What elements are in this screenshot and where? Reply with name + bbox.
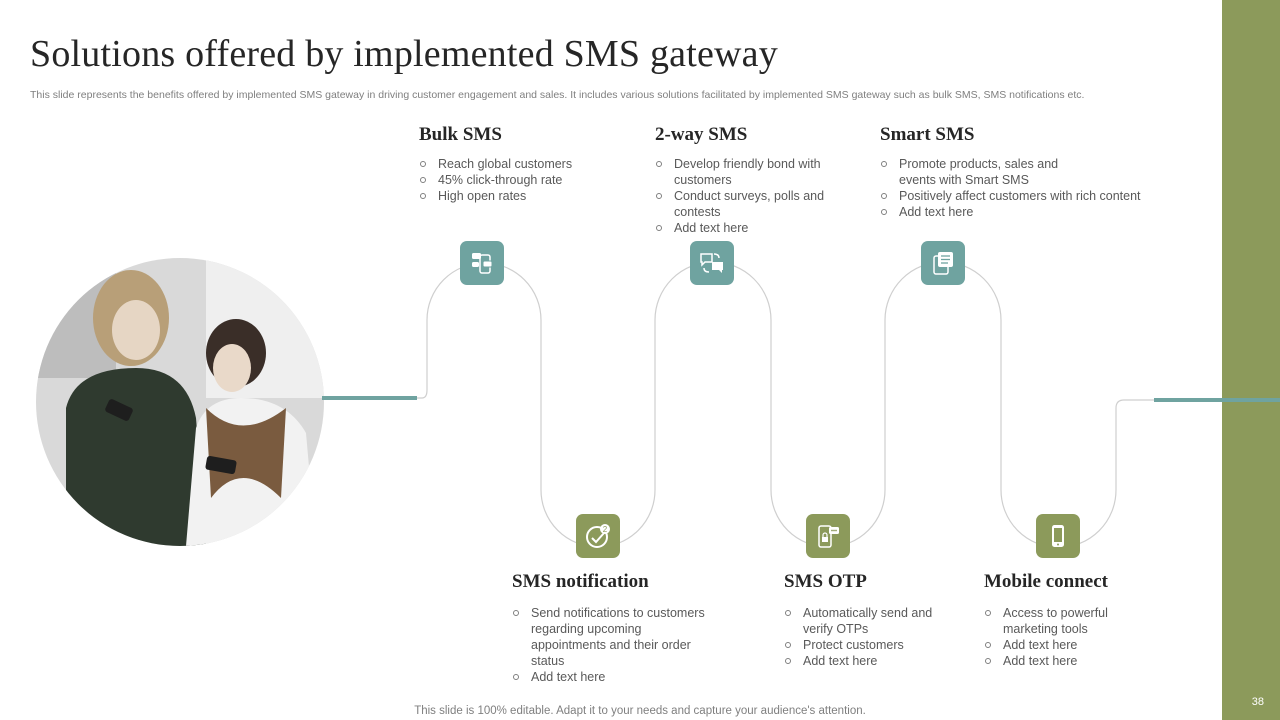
bullet-item: Add text here (984, 637, 1159, 653)
solution-bullets-smart-sms: Promote products, sales and events with … (880, 156, 1170, 220)
bullet-item: Add text here (880, 204, 1170, 220)
solution-bullets-sms-notification: Send notifications to customers regardin… (512, 605, 712, 685)
bullet-item: Add text here (784, 653, 959, 669)
two-way-chat-icon (690, 241, 734, 285)
page-title: Solutions offered by implemented SMS gat… (30, 33, 778, 75)
document-message-icon (921, 241, 965, 285)
bullet-item: Add text here (512, 669, 712, 685)
bullet-item: Conduct surveys, polls and contests (655, 188, 830, 220)
solution-title-sms-otp: SMS OTP (784, 571, 867, 592)
bullet-item: Add text here (984, 653, 1159, 669)
solution-title-sms-notification: SMS notification (512, 571, 649, 592)
bullet-item: Automatically send and verify OTPs (784, 605, 959, 637)
chat-phone-icon (460, 241, 504, 285)
bullet-item: High open rates (419, 188, 619, 204)
bullet-item: Reach global customers (419, 156, 619, 172)
bullet-item: Develop friendly bond with customers (655, 156, 830, 188)
bullet-item: Access to powerful marketing tools (984, 605, 1159, 637)
bullet-item: Positively affect customers with rich co… (880, 188, 1170, 204)
bullet-item: 45% click-through rate (419, 172, 619, 188)
solution-bullets-sms-otp: Automatically send and verify OTPs Prote… (784, 605, 959, 669)
solution-bullets-mobile-connect: Access to powerful marketing tools Add t… (984, 605, 1159, 669)
right-accent-bar: 38 (1222, 0, 1280, 720)
solution-title-bulk-sms: Bulk SMS (419, 124, 502, 145)
page-number: 38 (1251, 696, 1264, 708)
solution-bullets-bulk-sms: Reach global customers 45% click-through… (419, 156, 619, 204)
otp-lock-phone-icon (806, 514, 850, 558)
bullet-item: Promote products, sales and events with … (880, 156, 1079, 188)
bullet-item: Protect customers (784, 637, 959, 653)
solution-title-mobile-connect: Mobile connect (984, 571, 1109, 592)
mobile-phone-icon (1036, 514, 1080, 558)
page-subtitle: This slide represents the benefits offer… (30, 89, 1085, 101)
svg-text:2: 2 (603, 525, 608, 534)
footer-text: This slide is 100% editable. Adapt it to… (414, 705, 866, 717)
wave-path (417, 261, 1154, 549)
footer-note: This slide is 100% editable. Adapt it to… (0, 705, 1280, 717)
solution-title-smart-sms: Smart SMS (880, 124, 975, 145)
bullet-item: Send notifications to customers regardin… (512, 605, 712, 669)
notification-badge-icon: 2 (576, 514, 620, 558)
solution-title-2-way-sms: 2-way SMS (655, 124, 748, 145)
bullet-item: Add text here (655, 220, 830, 236)
solution-bullets-2-way-sms: Develop friendly bond with customers Con… (655, 156, 830, 236)
